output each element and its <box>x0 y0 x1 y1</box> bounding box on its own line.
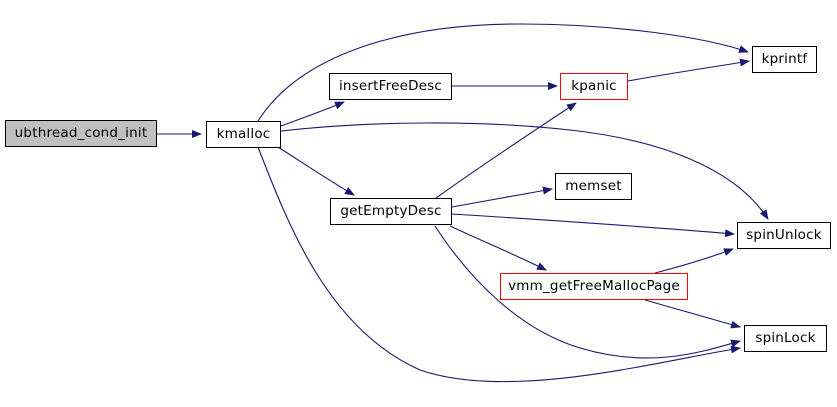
edge-kmalloc-to-getEmptyDesc <box>277 146 355 196</box>
edge-kpanic-to-kprintf <box>627 58 750 82</box>
edge-vmm_getFreeMallocPage-to-spinLock <box>644 299 741 329</box>
graph-node-label: memset <box>565 177 622 194</box>
graph-node-spinUnlock[interactable]: spinUnlock <box>737 222 831 249</box>
edge-getEmptyDesc-to-memset <box>451 186 553 208</box>
graph-node-label: vmm_getFreeMallocPage <box>508 277 680 294</box>
graph-node-getEmptyDesc[interactable]: getEmptyDesc <box>330 198 452 225</box>
graph-node-label: kmalloc <box>216 125 271 142</box>
edge-vmm_getFreeMallocPage-to-spinUnlock <box>654 248 734 274</box>
graph-node-label: spinUnlock <box>746 226 822 243</box>
graph-node-kpanic[interactable]: kpanic <box>560 73 628 100</box>
graph-node-label: getEmptyDesc <box>340 202 442 219</box>
edge-kmalloc-to-insertFreeDesc <box>280 101 345 127</box>
edge-getEmptyDesc-to-spinLock <box>434 225 741 359</box>
graph-node-label: kprintf <box>761 50 808 67</box>
graph-node-label: spinLock <box>755 329 816 346</box>
edge-kmalloc-to-kprintf <box>257 23 749 122</box>
edge-kmalloc-to-spinUnlock <box>280 122 769 220</box>
edge-getEmptyDesc-to-vmm_getFreeMallocPage <box>449 225 547 271</box>
graph-node-label: insertFreeDesc <box>338 77 443 94</box>
graph-node-insertFreeDesc[interactable]: insertFreeDesc <box>329 73 452 100</box>
graph-node-spinLock[interactable]: spinLock <box>744 325 827 352</box>
graph-node-vmm_getFreeMallocPage[interactable]: vmm_getFreeMallocPage <box>500 273 688 300</box>
graph-node-kprintf[interactable]: kprintf <box>752 46 817 73</box>
edge-getEmptyDesc-to-spinUnlock <box>451 213 735 238</box>
graph-node-kmalloc[interactable]: kmalloc <box>206 121 281 148</box>
graph-node-label: kpanic <box>571 77 617 94</box>
graph-node-label: ubthread_cond_init <box>14 124 148 141</box>
graph-node-memset[interactable]: memset <box>555 173 632 200</box>
edge-kmalloc-to-spinLock <box>257 146 741 383</box>
graph-node-ubthread_cond_init: ubthread_cond_init <box>5 120 157 147</box>
edge-getEmptyDesc-to-kpanic <box>435 102 577 199</box>
